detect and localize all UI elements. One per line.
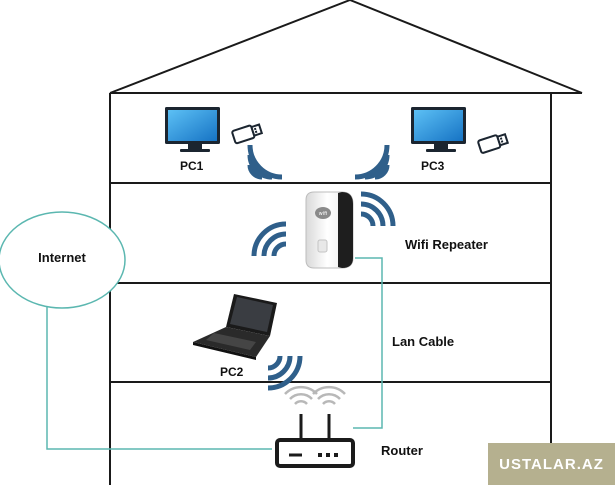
pc3-wifi-waves-icon <box>354 144 390 180</box>
pc2-wifi-waves-icon <box>267 355 303 391</box>
pc3-usb-dongle-icon <box>477 132 510 154</box>
internet-label: Internet <box>38 250 86 265</box>
pc2-laptop-icon <box>193 294 277 360</box>
router-label: Router <box>381 443 423 458</box>
roof <box>109 0 583 94</box>
pc2-label: PC2 <box>220 365 244 379</box>
wifi-repeater-label: Wifi Repeater <box>405 237 488 252</box>
repeater-right-wifi-waves-icon <box>360 191 396 227</box>
repeater-left-wifi-waves-icon <box>251 221 287 257</box>
internet-ellipse <box>0 211 126 309</box>
watermark-badge: USTALAR.AZ <box>488 443 615 485</box>
router-right-wifi-waves-icon <box>312 385 346 405</box>
pc1-monitor-icon <box>165 107 220 152</box>
router-left-wifi-waves-icon <box>284 385 318 405</box>
pc3-label: PC3 <box>421 159 445 173</box>
pc1-wifi-waves-icon <box>247 144 283 180</box>
repeater-device-icon: wifi <box>305 191 354 269</box>
internet-cable <box>46 306 272 450</box>
lan-cable <box>353 257 383 429</box>
pc3-monitor-icon <box>411 107 466 152</box>
svg-text:wifi: wifi <box>319 211 328 217</box>
router-icon <box>275 414 355 468</box>
lan-cable-label: Lan Cable <box>392 334 454 349</box>
pc1-label: PC1 <box>180 159 204 173</box>
pc1-usb-dongle-icon <box>231 123 264 145</box>
